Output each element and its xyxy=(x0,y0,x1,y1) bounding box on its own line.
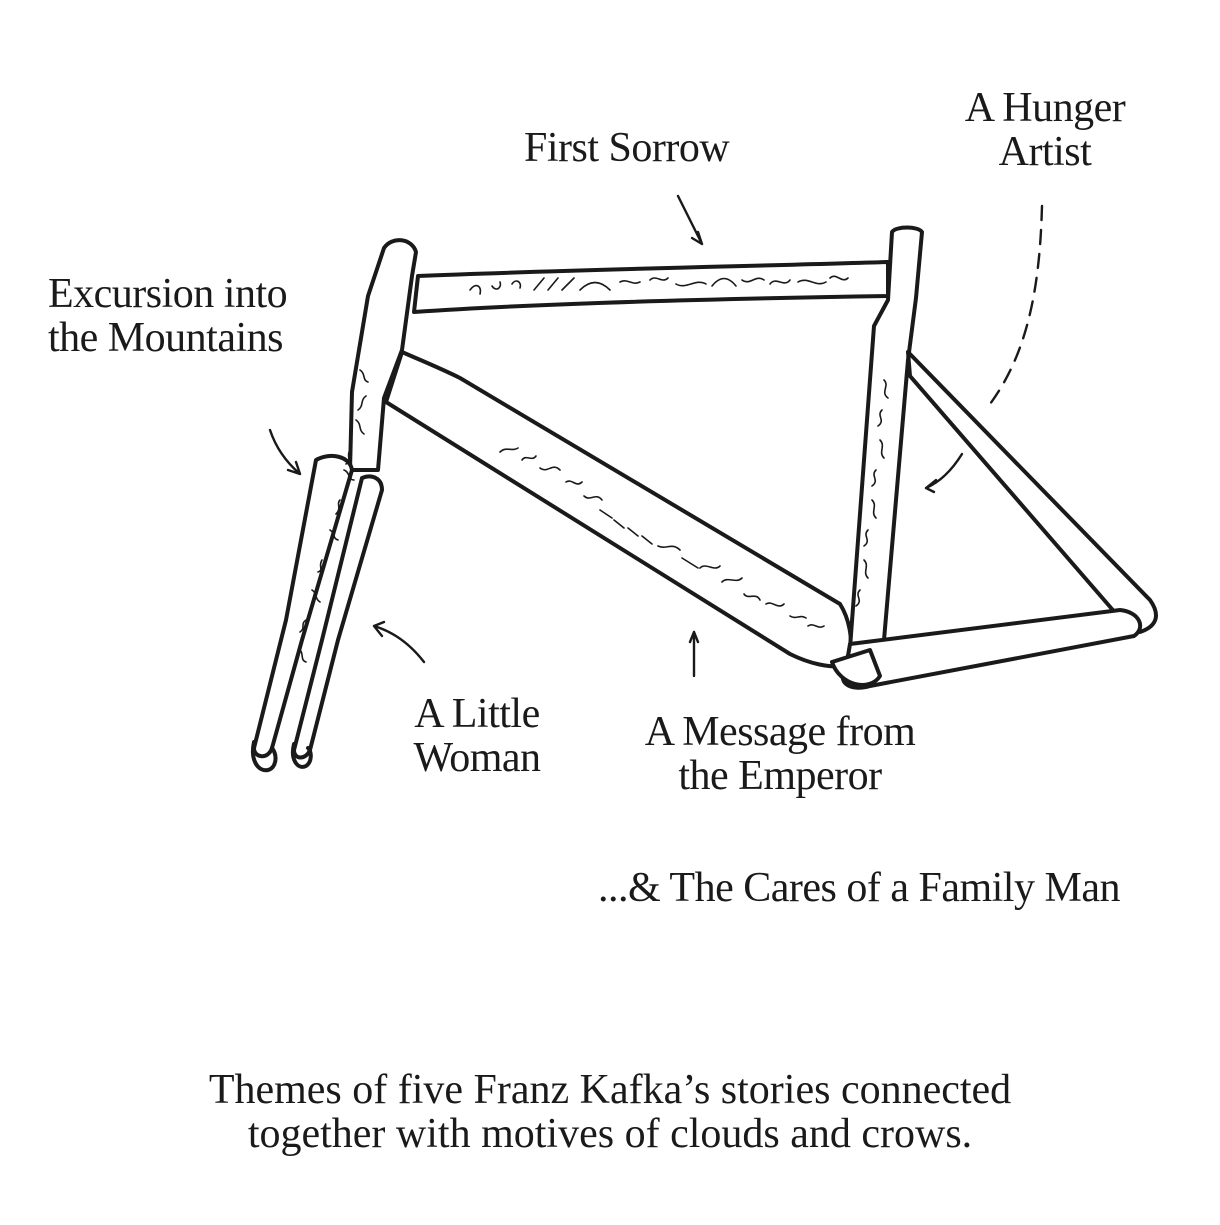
seat-tube xyxy=(848,225,924,650)
label-hunger-artist-line1: A Hunger xyxy=(964,85,1126,131)
label-first-sorrow: First Sorrow xyxy=(524,125,730,171)
label-message: A Message from the Emperor xyxy=(628,710,932,798)
down-tube xyxy=(384,350,853,669)
caption-line2: together with motives of clouds and crow… xyxy=(247,1111,973,1157)
label-hunger-artist-line2: Artist xyxy=(998,129,1092,175)
label-little-woman: A Little Woman xyxy=(403,692,551,780)
arrow-excursion xyxy=(268,428,302,476)
top-tube xyxy=(412,260,890,314)
fork-dropout-left xyxy=(251,740,278,773)
arrow-little-woman xyxy=(372,620,426,664)
arrows xyxy=(268,194,1044,678)
label-little-woman-line1: A Little xyxy=(414,691,540,737)
label-excursion-line1: Excursion into xyxy=(48,271,288,317)
frame-texture-motifs xyxy=(299,275,889,663)
label-excursion-line2: the Mountains xyxy=(48,315,283,361)
bottom-bracket xyxy=(830,648,882,687)
label-cares: ...& The Cares of a Family Man xyxy=(598,865,1120,911)
arrow-first-sorrow xyxy=(676,194,704,246)
caption-line1: Themes of five Franz Kafka’s stories con… xyxy=(208,1067,1012,1113)
arrow-message xyxy=(688,630,700,678)
label-excursion: Excursion into the Mountains xyxy=(48,271,288,361)
fork-dropout-right xyxy=(291,742,313,769)
label-little-woman-line2: Woman xyxy=(413,735,541,781)
arrow-hunger-artist-dashed xyxy=(988,204,1044,406)
arrow-hunger-artist-head xyxy=(924,452,964,494)
caption: Themes of five Franz Kafka’s stories con… xyxy=(100,1068,1120,1156)
label-message-line2: the Emperor xyxy=(678,753,882,799)
seat-stay xyxy=(906,350,1158,634)
label-message-line1: A Message from xyxy=(644,709,916,755)
label-hunger-artist: A Hunger Artist xyxy=(950,86,1140,174)
